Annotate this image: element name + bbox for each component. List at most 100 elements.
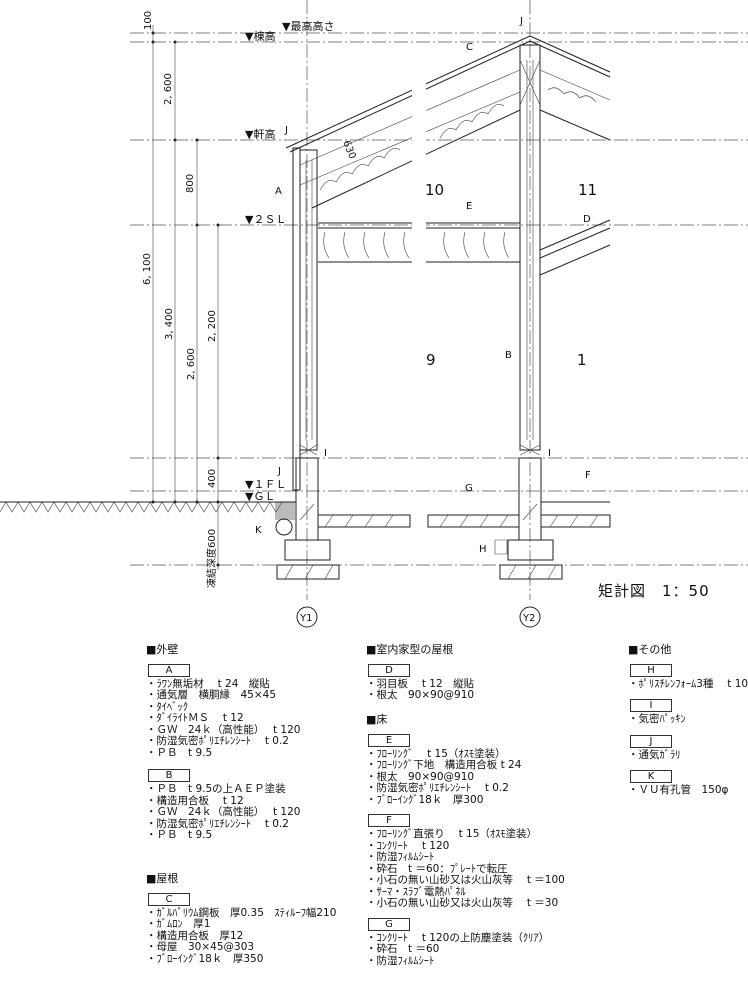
grid-y2: Y2 [522, 613, 535, 624]
legend-item: ﾌﾞﾛｰｲﾝｸﾞ18ｋ 厚350 [146, 953, 336, 966]
dim-2600-roof: 2, 600 [163, 73, 174, 105]
legend-item: 根太 90×90@910 [366, 689, 475, 702]
legend-roof: ■屋根 C ｶﾞﾙﾊﾞﾘｳﾑ鋼板 厚0.35 ｽﾃｨﾙｰﾌ幅210 ｶﾞﾑﾛﾝ … [146, 873, 336, 965]
legend-indoor-roof: ■室内家型の屋根 D 羽目板 t 12 縦貼 根太 90×90@910 [366, 644, 474, 702]
legend-item: ｻｰﾏ・ｽﾗﾌﾞ電熱ﾊﾟﾈﾙ [366, 886, 565, 899]
legend-key-k: K [630, 770, 672, 783]
callout-c: C [466, 42, 473, 53]
callout-d: D [583, 214, 591, 225]
callout-i-y1: I [324, 448, 327, 459]
level-2sl: ▼２ＳＬ [245, 213, 286, 226]
legend-key-h: H [630, 663, 672, 677]
legend-item: ﾌﾛｰﾘﾝｸﾞ t 15（ｵｽﾓ塗装） [366, 748, 565, 761]
legend-item: ＧＷ 24ｋ（高性能） t 120 [146, 724, 301, 737]
legend-item: 母屋 30×45@303 [146, 941, 336, 954]
level-labels: ▼最高高さ ▼棟高 ▼軒高 ▼２ＳＬ ▼１ＦＬ ▼ＧＬ [245, 19, 334, 503]
legend-item: 小石の無い山砂又は火山灰等 t ＝100 [366, 874, 565, 887]
room-1: 1 [577, 351, 587, 369]
legend-item: 防湿ﾌｨﾙﾑｼｰﾄ [366, 851, 565, 864]
legend-item: 通気ｶﾞﾗﾘ [628, 749, 748, 762]
legend-key-b: B [148, 769, 190, 782]
legend-item: ｶﾞﾙﾊﾞﾘｳﾑ鋼板 厚0.35 ｽﾃｨﾙｰﾌ幅210 [146, 907, 337, 920]
drawing-title: 矩計図 1：50 [598, 582, 710, 600]
legend-exterior-wall: ■外壁 A ﾗﾜﾝ無垢材 t 24 縦貼 通気層 横胴縁 45×45 ﾀｲﾍﾞｯ… [146, 644, 300, 842]
room-11: 11 [578, 181, 597, 199]
legend-item: ｺﾝｸﾘｰﾄ t 120の上防塵塗装（ｸﾘｱ） [366, 932, 565, 945]
dim-2200: 2, 200 [207, 310, 218, 342]
callouts: A B C D E F G H I I J J J K [255, 16, 591, 555]
level-ridge: ▼棟高 [245, 29, 275, 43]
grid-bubbles: Y1 Y2 [296, 606, 541, 628]
foundation [275, 457, 611, 580]
legend-heading: ■その他 [628, 643, 672, 656]
legend-item: 小石の無い山砂又は火山灰等 t ＝30 [366, 897, 565, 910]
legend-item: ﾗﾜﾝ無垢材 t 24 縦貼 [146, 678, 300, 691]
legend-item: ｶﾞﾑﾛﾝ 厚1 [146, 918, 336, 931]
legend-heading: ■外壁 [146, 643, 179, 656]
legend-item: 構造用合板 t 12 [146, 795, 300, 808]
legend-item: 防湿ﾌｨﾙﾑｼｰﾄ [366, 955, 565, 968]
level-lines [130, 0, 748, 600]
room-10: 10 [425, 181, 444, 199]
legend-item: ＰＢ t 9.5の上ＡＥＰ塗装 [146, 783, 300, 796]
callout-j-base: J [277, 466, 281, 477]
dim-630: 630 [340, 139, 357, 161]
dim-400: 400 [207, 469, 218, 488]
callout-h: H [479, 544, 487, 555]
dimension-lines [151, 25, 220, 570]
legend-heading: ■屋根 [146, 872, 179, 885]
legend-item: ﾀｲﾍﾞｯｸ [146, 701, 300, 714]
legend-item: ＧＷ 24ｋ（高性能） t 120 [146, 806, 301, 819]
callout-f: F [585, 470, 591, 481]
dim-3400: 3, 400 [164, 308, 175, 340]
grid-y1: Y1 [299, 613, 312, 624]
dim-800: 800 [185, 174, 196, 193]
legend-item: 根太 90×90@910 [366, 771, 565, 784]
legend-item: 羽目板 t 12 縦貼 [366, 678, 475, 691]
legend-item: 防湿気密ﾎﾟﾘｴﾁﾚﾝｼｰﾄ t 0.2 [366, 782, 565, 795]
callout-j-eave: J [284, 125, 288, 136]
legend-item: ﾀﾞｲﾗｲﾄＭＳ t 12 [146, 712, 300, 725]
legend-key-g: G [368, 917, 410, 931]
legend-heading: ■室内家型の屋根 [366, 643, 454, 656]
legend-item: 通気層 横胴縁 45×45 [146, 689, 300, 702]
legend-heading: ■床 [366, 713, 388, 726]
dim-100: 100 [143, 11, 154, 30]
callout-b: B [505, 350, 512, 361]
legend-key-c: C [148, 892, 190, 906]
legend-item: ﾌﾛｰﾘﾝｸﾞ下地 構造用合板 t 24 [366, 759, 565, 772]
legend-item: 砕石 t ＝60 [366, 943, 565, 956]
legend-key-f: F [368, 814, 410, 827]
legend-floor: ■床 E ﾌﾛｰﾘﾝｸﾞ t 15（ｵｽﾓ塗装） ﾌﾛｰﾘﾝｸﾞ下地 構造用合板… [366, 714, 565, 967]
legend-item: 防湿気密ﾎﾟﾘｴﾁﾚﾝｼｰﾄ t 0.2 [146, 735, 300, 748]
callout-j-ridge: J [519, 16, 523, 27]
callout-k: K [255, 525, 262, 536]
callout-g: G [465, 483, 473, 494]
section-drawing: 100 2, 600 800 6, 100 3, 400 2, 600 2, 2… [0, 0, 748, 628]
legend-item: ｺﾝｸﾘｰﾄ t 120 [366, 840, 565, 853]
legend-key-a: A [148, 663, 190, 677]
level-eave: ▼軒高 [245, 127, 275, 141]
legend-item: ﾌﾛｰﾘﾝｸﾞ直張り t 15（ｵｽﾓ塗装） [366, 828, 565, 841]
legend-key-e: E [368, 733, 410, 747]
room-numbers: 10 11 9 1 [425, 181, 597, 369]
legend-other: ■その他 H ﾎﾟﾘｽﾁﾚﾝﾌｫｰﾑ3種 t 100 I 気密ﾊﾟｯｷﾝ J 通… [628, 644, 748, 797]
level-1fl: ▼１ＦＬ [245, 478, 286, 491]
callout-i-y2: I [548, 448, 551, 459]
legend-key-j: J [630, 734, 672, 748]
second-floor [318, 218, 611, 276]
legend-item: 気密ﾊﾟｯｷﾝ [628, 713, 748, 726]
legend-key-d: D [368, 663, 410, 677]
legend-item: ＶＵ有孔管 150φ [628, 784, 748, 797]
legend-item: 防湿気密ﾎﾟﾘｴﾁﾚﾝｼｰﾄ t 0.2 [146, 818, 300, 831]
dim-2600-wall: 2, 600 [186, 348, 197, 380]
dim-6100: 6, 100 [142, 253, 153, 285]
dim-frost-depth: 凍結深度600 [205, 529, 218, 588]
legend-item: 構造用合板 厚12 [146, 930, 336, 943]
legend-key-i: I [630, 699, 672, 712]
room-9: 9 [426, 351, 436, 369]
legend-item: ﾌﾞﾛｰｲﾝｸﾞ18ｋ 厚300 [366, 794, 565, 807]
level-gl: ▼ＧＬ [245, 490, 275, 503]
ground-line [0, 501, 610, 513]
legend-item: 砕石 t ＝60：ﾌﾟﾚｰﾄで転圧 [366, 863, 565, 876]
